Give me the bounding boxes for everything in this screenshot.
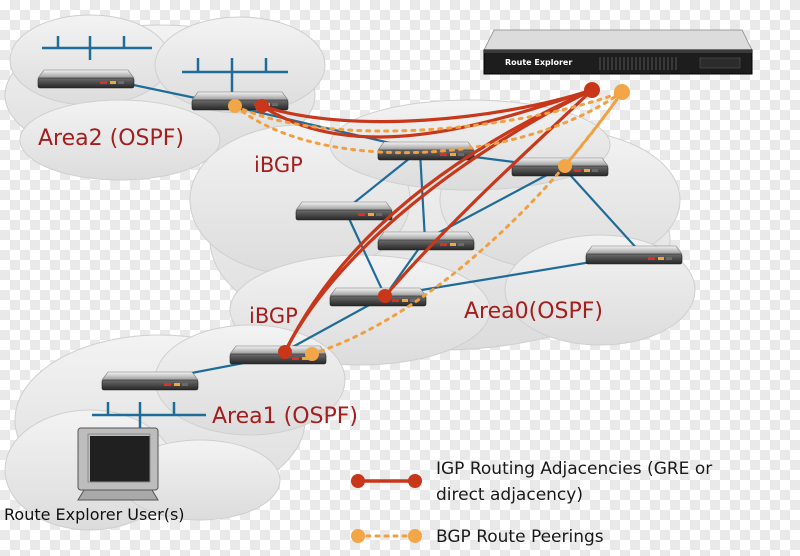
router-core-edge — [585, 245, 683, 265]
cloud-area0 — [189, 99, 696, 366]
lan-segments — [42, 36, 288, 428]
bgp-endpoints — [228, 84, 630, 361]
ibgp-label-bottom: iBGP — [249, 304, 298, 328]
workstation-icon — [77, 427, 159, 501]
bgp-peerings — [233, 90, 624, 356]
legend-bgp-swatch — [351, 529, 422, 543]
router-core-left — [295, 201, 393, 221]
router-core-bottom — [329, 287, 427, 307]
area1-label: Area1 (OSPF) — [212, 404, 358, 429]
router-area2-left — [37, 69, 135, 89]
route-explorer-appliance: Route Explorer — [483, 29, 753, 75]
legend-igp-line2: direct adjacency) — [436, 485, 583, 505]
igp-endpoints — [255, 82, 600, 359]
area0-label: Area0(OSPF) — [464, 299, 603, 324]
legend-igp-swatch — [351, 474, 422, 488]
route-explorer-user-label: Route Explorer User(s) — [4, 505, 185, 524]
ibgp-label-top: iBGP — [254, 153, 303, 177]
router-area1-left — [101, 371, 199, 391]
router-core-middle — [377, 231, 475, 251]
legend: IGP Routing Adjacencies (GRE or direct a… — [351, 459, 712, 547]
area2-label: Area2 (OSPF) — [38, 126, 184, 151]
legend-igp-line1: IGP Routing Adjacencies (GRE or — [436, 459, 712, 479]
appliance-label: Route Explorer — [505, 58, 572, 67]
legend-bgp: BGP Route Peerings — [436, 527, 604, 547]
